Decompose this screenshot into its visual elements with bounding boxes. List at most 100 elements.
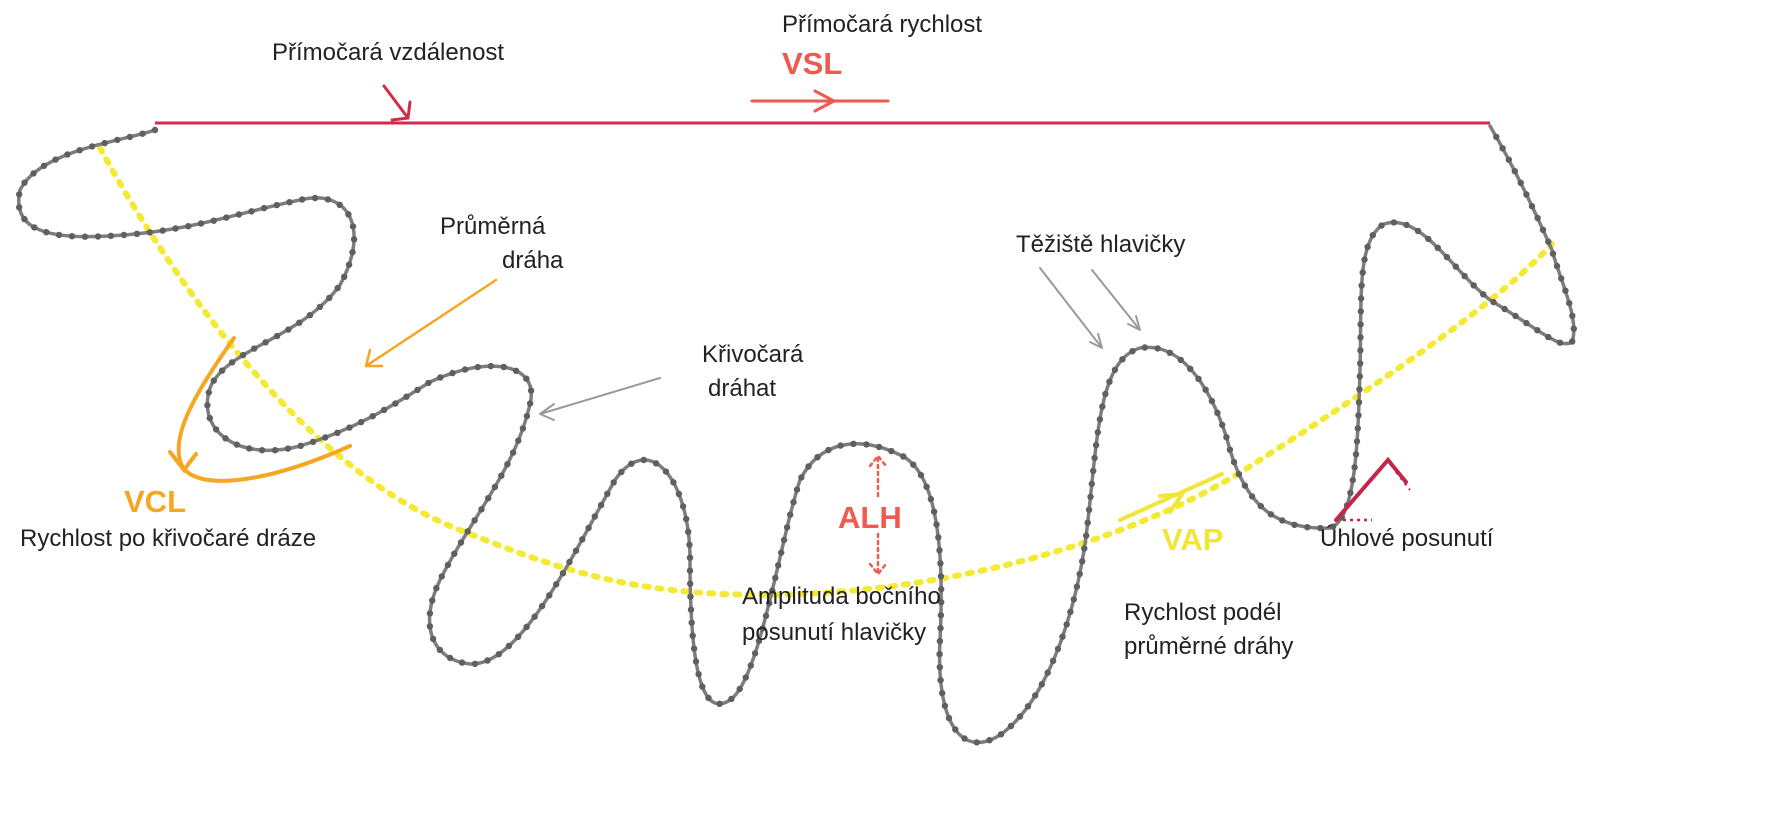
- alh-description-line1: Amplituda bočního: [742, 580, 941, 614]
- track-point: [670, 479, 676, 485]
- track-point: [888, 448, 894, 454]
- track-point: [1050, 658, 1056, 664]
- track-point: [451, 551, 457, 557]
- track-point: [986, 737, 992, 743]
- track-point: [935, 534, 941, 540]
- track-point: [1357, 360, 1363, 366]
- track-point: [998, 731, 1004, 737]
- track-point: [172, 225, 178, 231]
- curvilinear-path-label-line1: Křivočará: [702, 338, 803, 372]
- track-point: [349, 249, 355, 255]
- track-point: [737, 686, 743, 692]
- track-point: [524, 413, 530, 419]
- curvilinear-path-pointer: [540, 378, 660, 420]
- track-point: [437, 374, 443, 380]
- track-point: [1097, 416, 1103, 422]
- track-point: [223, 214, 229, 220]
- track-point: [1357, 321, 1363, 327]
- track-point: [918, 472, 924, 478]
- track-point: [1279, 517, 1285, 523]
- track-point: [1540, 227, 1546, 233]
- track-point: [1202, 387, 1208, 393]
- track-point: [685, 529, 691, 535]
- track-point: [1523, 320, 1529, 326]
- track-point: [1361, 256, 1367, 262]
- alh-arrow-bottom: [870, 534, 886, 574]
- track-point: [496, 651, 502, 657]
- track-point: [598, 502, 604, 508]
- track-point: [206, 389, 212, 395]
- track-point: [1566, 300, 1572, 306]
- track-point: [307, 312, 313, 318]
- track-point: [1353, 451, 1359, 457]
- track-point: [1512, 168, 1518, 174]
- track-point: [427, 610, 433, 616]
- track-point: [445, 562, 451, 568]
- track-point: [604, 491, 610, 497]
- track-point: [1357, 334, 1363, 340]
- track-point: [946, 715, 952, 721]
- track-point: [1086, 507, 1092, 513]
- track-point: [403, 394, 409, 400]
- track-point: [222, 435, 228, 441]
- track-point: [198, 220, 204, 226]
- track-point: [1187, 366, 1193, 372]
- track-point: [82, 234, 88, 240]
- track-point: [687, 568, 693, 574]
- track-point: [573, 548, 579, 554]
- track-point: [794, 486, 800, 492]
- track-point: [752, 650, 758, 656]
- track-point: [691, 645, 697, 651]
- track-point: [1493, 134, 1499, 140]
- track-point: [520, 425, 526, 431]
- track-point: [30, 170, 36, 176]
- track-point: [1562, 288, 1568, 294]
- track-point: [121, 232, 127, 238]
- alh-abbreviation: ALH: [838, 500, 902, 536]
- track-point: [207, 415, 213, 421]
- track-point: [325, 196, 331, 202]
- track-point: [515, 437, 521, 443]
- track-point: [246, 445, 252, 451]
- track-point: [488, 363, 494, 369]
- track-point: [392, 400, 398, 406]
- track-point: [211, 218, 217, 224]
- track-point: [1008, 723, 1014, 729]
- track-point: [334, 430, 340, 436]
- track-point: [102, 140, 108, 146]
- track-point: [825, 447, 831, 453]
- track-point: [805, 463, 811, 469]
- track-point: [611, 479, 617, 485]
- track-point: [152, 127, 158, 133]
- track-point: [430, 636, 436, 642]
- track-point: [705, 695, 711, 701]
- track-point: [936, 547, 942, 553]
- track-point: [1550, 251, 1556, 257]
- track-point: [317, 304, 323, 310]
- track-point: [628, 461, 634, 467]
- track-point: [1357, 373, 1363, 379]
- track-point: [863, 441, 869, 447]
- track-point: [52, 156, 58, 162]
- track-point: [1091, 455, 1097, 461]
- head-centroid-pointer-2: [1092, 270, 1140, 330]
- track-point: [513, 368, 519, 374]
- track-point: [1119, 356, 1125, 362]
- track-point: [1364, 244, 1370, 250]
- track-point: [1083, 532, 1089, 538]
- track-point: [814, 454, 820, 460]
- straight-distance-label: Přímočará vzdálenost: [272, 36, 504, 70]
- track-point: [850, 441, 856, 447]
- track-point: [358, 419, 364, 425]
- track-point: [286, 199, 292, 205]
- track-point: [204, 402, 210, 408]
- track-point: [447, 655, 453, 661]
- track-point: [1453, 263, 1459, 269]
- track-point: [876, 444, 882, 450]
- track-point: [213, 426, 219, 432]
- track-point: [1195, 376, 1201, 382]
- track-point: [1480, 291, 1486, 297]
- track-point: [928, 496, 934, 502]
- track-point: [251, 345, 257, 351]
- track-point: [787, 512, 793, 518]
